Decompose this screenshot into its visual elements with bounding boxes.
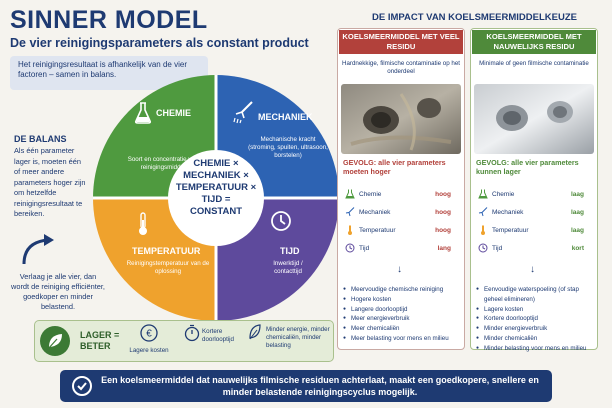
- contaminated-part-image: [341, 84, 461, 154]
- verlaag-text: Verlaag je alle vier, dan wordt de reini…: [11, 272, 105, 311]
- schoon-row-temperatuur: Temperatuur laag: [476, 224, 594, 238]
- page-subtitle: De vier reinigingsparameters als constan…: [10, 36, 309, 50]
- temperatuur-label: TEMPERATUUR: [132, 246, 201, 256]
- list-item: Lagere kosten: [476, 305, 596, 315]
- temperatuur-desc: Reinigingstemperatuur van de oplossing: [126, 260, 210, 275]
- list-item: Meervoudige chemische reiniging: [343, 285, 463, 295]
- euro-icon: €: [140, 324, 158, 342]
- mechaniek-desc: Mechanische kracht (stroming, spuiten, u…: [248, 136, 328, 159]
- schoon-row-mechaniek: Mechaniek laag: [476, 206, 594, 220]
- list-item: Minder energieverbruik: [476, 324, 596, 334]
- list-item: Meer energieverbruik: [343, 314, 463, 324]
- residu-row-temperatuur: Temperatuur hoog: [343, 224, 461, 238]
- balans-heading: DE BALANS: [14, 134, 67, 144]
- clean-part-image: [474, 84, 594, 154]
- clock-icon: [345, 243, 355, 253]
- residu-gevolg: GEVOLG: alle vier parameters moeten hoge…: [343, 158, 446, 176]
- thermometer-icon: [348, 225, 352, 235]
- list-item: Hogere kosten: [343, 295, 463, 305]
- curved-arrow-icon: [22, 234, 54, 265]
- thermometer-icon: [481, 225, 485, 235]
- mechaniek-label: MECHANIEK: [258, 112, 313, 122]
- list-item: Minder chemicaliën: [476, 334, 596, 344]
- schoon-header: KOELSMEERMIDDEL MET NAUWELIJKS RESIDU: [472, 30, 596, 54]
- lager-item-doorlooptijd: Kortere doorlooptijd: [202, 328, 234, 343]
- tijd-label: TIJD: [280, 246, 300, 256]
- lager-item-kosten: Lagere kosten: [129, 347, 169, 354]
- residu-row-tijd: Tijd lang: [343, 242, 461, 256]
- lager-beter-box: [34, 320, 334, 362]
- thermometer-icon: [139, 212, 147, 235]
- schoon-row-chemie: Chemie laag: [476, 188, 594, 202]
- stopwatch-icon: [184, 324, 200, 342]
- lager-beter-label: LAGER = BETER: [80, 330, 120, 351]
- flask-icon: [134, 102, 152, 124]
- list-item: Minder belasting voor mens en milieu: [476, 344, 596, 354]
- sinner-wheel: [93, 75, 339, 321]
- clock-icon: [478, 243, 488, 253]
- page-title: SINNER MODEL: [10, 6, 208, 34]
- center-circle: [168, 150, 264, 246]
- list-item: Kortere doorlooptijd: [476, 314, 596, 324]
- down-arrow-icon: ↓: [397, 264, 402, 275]
- chemie-desc: Soort en concentratie van reinigingsmidd…: [127, 156, 199, 171]
- residu-desc: Hardnekkige, filmische contaminatie op h…: [342, 60, 460, 75]
- flask-icon: [345, 189, 355, 199]
- schoon-gevolg: GEVOLG: alle vier parameters kunnen lage…: [476, 158, 579, 176]
- residu-list: Meervoudige chemische reiniging Hogere k…: [343, 285, 463, 344]
- svg-text:€: €: [146, 329, 152, 340]
- conclusion-banner: [60, 370, 552, 402]
- check-circle-icon: [72, 376, 92, 396]
- spray-icon: [233, 101, 253, 124]
- spray-icon: [478, 207, 488, 217]
- residu-row-chemie: Chemie hoog: [343, 188, 461, 202]
- lager-item-milieu: Minder energie, minder chemicaliën, mind…: [266, 326, 330, 349]
- schoon-row-tijd: Tijd kort: [476, 242, 594, 256]
- residu-row-mechaniek: Mechaniek hoog: [343, 206, 461, 220]
- down-arrow-icon: ↓: [530, 264, 535, 275]
- list-item: Meer chemicaliën: [343, 324, 463, 334]
- tijd-desc: Inwerktijd / contacttijd: [273, 260, 303, 275]
- leaf-badge: [40, 326, 70, 356]
- leaf-outline-icon: [249, 324, 261, 340]
- schoon-list: Eenvoudige waterspoeling (of stap geheel…: [476, 285, 596, 354]
- spray-icon: [345, 207, 355, 217]
- impact-heading: DE IMPACT VAN KOELSMEERMIDDELKEUZE: [372, 12, 577, 23]
- balans-text: Als één parameter lager is, moeten één o…: [14, 146, 86, 218]
- clock-icon: [271, 211, 291, 231]
- schoon-desc: Minimale of geen filmische contaminatie: [479, 60, 589, 67]
- flask-icon: [478, 189, 488, 199]
- center-formula: CHEMIE × MECHANIEK × TEMPERATUUR × TIJD …: [175, 158, 257, 217]
- residu-header: KOELSMEERMIDDEL MET VEEL RESIDU: [339, 30, 463, 54]
- conclusion-text: Een koelsmeermiddel dat nauwelijks filmi…: [101, 375, 539, 397]
- list-item: Langere doorlooptijd: [343, 305, 463, 315]
- chemie-label: CHEMIE: [156, 108, 192, 118]
- leaf-icon: [47, 334, 62, 350]
- intro-box: Het reinigingsresultaat is afhankelijk v…: [10, 56, 208, 90]
- list-item: Eenvoudige waterspoeling (of stap geheel…: [476, 285, 596, 305]
- list-item: Meer belasting voor mens en milieu: [343, 334, 463, 344]
